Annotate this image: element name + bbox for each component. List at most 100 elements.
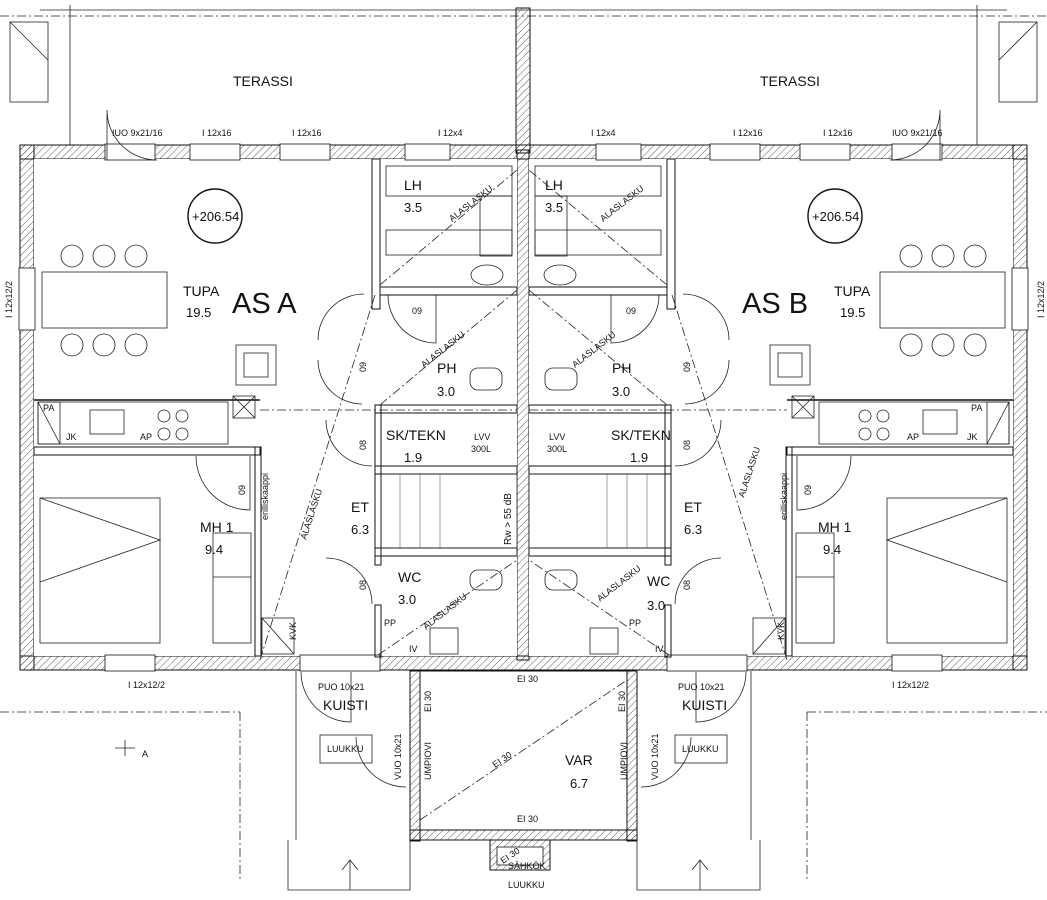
sk-b-name: SK/TEKN bbox=[611, 427, 671, 443]
wc-b-name: WC bbox=[647, 573, 670, 589]
ceiling-lines bbox=[259, 169, 788, 661]
luukku-bottom: LUUKKU bbox=[508, 880, 545, 890]
door-sk-a: 08 bbox=[358, 440, 368, 450]
dining-furniture bbox=[41, 244, 1006, 386]
kvk-b: KVK bbox=[776, 622, 786, 640]
sahkok-label: SÄHKÖK bbox=[508, 861, 546, 871]
kuisti-a-label: KUISTI bbox=[323, 697, 368, 713]
lh-a-area: 3.5 bbox=[404, 200, 422, 215]
ei30-diagonal: EI 30 bbox=[491, 750, 514, 770]
unit-b-name: AS B bbox=[742, 288, 808, 320]
window-side-a: I 12x12/2 bbox=[4, 281, 14, 318]
door-umpiovi-b: UMPIOVI bbox=[619, 742, 629, 780]
door-puo-a: PUO 10x21 bbox=[318, 682, 365, 692]
lvv-b-vol: 300L bbox=[547, 444, 567, 454]
mh-b-name: MH 1 bbox=[818, 519, 852, 535]
jk-b: JK bbox=[967, 432, 978, 442]
luukku-a: LUUKKU bbox=[327, 744, 364, 754]
window-bottom-a: I 12x12/2 bbox=[128, 680, 165, 690]
lh-b-area: 3.5 bbox=[545, 200, 563, 215]
unit-a-name: AS A bbox=[232, 288, 297, 320]
pa-b: PA bbox=[971, 403, 982, 413]
window-top-b-1: I 12x16 bbox=[823, 128, 853, 138]
lh-b-name: LH bbox=[545, 177, 563, 193]
lvv-a-vol: 300L bbox=[471, 444, 491, 454]
sk-a-name: SK/TEKN bbox=[386, 427, 446, 443]
jk-a: JK bbox=[66, 432, 77, 442]
door-wc-b: 08 bbox=[682, 580, 692, 590]
lvv-a: LVV bbox=[474, 432, 490, 442]
door-mh-b: 09 bbox=[803, 485, 813, 495]
et-b-area: 6.3 bbox=[684, 522, 702, 537]
door-sk-b: 08 bbox=[682, 440, 692, 450]
wc-a-area: 3.0 bbox=[398, 592, 416, 607]
mh-b-area: 9.4 bbox=[823, 542, 841, 557]
ap-a: AP bbox=[140, 432, 152, 442]
et-b-name: ET bbox=[684, 499, 702, 515]
elevation-a: +206.54 bbox=[192, 209, 239, 224]
labels: TERASSI TERASSI +206.54 +206.54 AS A AS … bbox=[4, 73, 1046, 890]
et-a-area: 6.3 bbox=[351, 522, 369, 537]
window-side-b: I 12x12/2 bbox=[1036, 281, 1046, 318]
interior-walls bbox=[33, 158, 1014, 658]
door-vuo-a: VUO 10x21 bbox=[393, 733, 403, 780]
door-mh-a: 09 bbox=[237, 485, 247, 495]
door-vuo-b: VUO 10x21 bbox=[650, 733, 660, 780]
door-ph-a: 09 bbox=[358, 362, 368, 372]
stairs bbox=[380, 473, 666, 549]
terrace-b-label: TERASSI bbox=[760, 73, 820, 89]
sk-a-area: 1.9 bbox=[404, 450, 422, 465]
tupa-a-area: 19.5 bbox=[186, 305, 211, 320]
window-top-a-door: IUO 9x21/16 bbox=[112, 128, 163, 138]
section-marker: A bbox=[142, 749, 148, 759]
wc-a-name: WC bbox=[398, 569, 421, 585]
erilliskaappi-a: erilliskaappi bbox=[260, 473, 270, 520]
var-area: 6.7 bbox=[570, 776, 588, 791]
door-lh-b: 09 bbox=[626, 306, 636, 316]
sk-b-area: 1.9 bbox=[630, 450, 648, 465]
porch-storage bbox=[295, 670, 752, 871]
door-wc-a: 08 bbox=[358, 580, 368, 590]
window-top-a-3: I 12x4 bbox=[438, 128, 463, 138]
tupa-a-name: TUPA bbox=[183, 283, 220, 299]
ph-b-name: PH bbox=[612, 360, 631, 376]
wc-b-area: 3.0 bbox=[647, 598, 665, 613]
tupa-b-area: 19.5 bbox=[840, 305, 865, 320]
et-a-name: ET bbox=[351, 499, 369, 515]
window-top-b-door: IUO 9x21/16 bbox=[892, 128, 943, 138]
iv-b: IV bbox=[655, 644, 664, 654]
ei30-bottom: EI 30 bbox=[517, 814, 538, 824]
door-lh-a: 09 bbox=[412, 306, 422, 316]
erilliskaappi-b: erilliskaappi bbox=[779, 473, 789, 520]
ei30-top: EI 30 bbox=[517, 674, 538, 684]
pp-a: PP bbox=[384, 618, 396, 628]
party-wall bbox=[515, 7, 531, 661]
window-top-a-1: I 12x16 bbox=[202, 128, 232, 138]
ei30-right: EI 30 bbox=[617, 691, 627, 712]
door-puo-b: PUO 10x21 bbox=[678, 682, 725, 692]
pa-a: PA bbox=[43, 403, 54, 413]
lh-a-name: LH bbox=[404, 177, 422, 193]
terrace-a-label: TERASSI bbox=[233, 73, 293, 89]
kitchen-counters bbox=[37, 395, 1010, 445]
ap-b: AP bbox=[907, 432, 919, 442]
bedroom-furniture bbox=[39, 497, 1008, 644]
ph-a-name: PH bbox=[437, 360, 456, 376]
pp-b: PP bbox=[629, 618, 641, 628]
kvk-a: KVK bbox=[288, 622, 298, 640]
ph-a-area: 3.0 bbox=[437, 384, 455, 399]
window-top-a-2: I 12x16 bbox=[292, 128, 322, 138]
lvv-b: LVV bbox=[549, 432, 565, 442]
door-swings bbox=[106, 109, 941, 788]
var-name: VAR bbox=[565, 752, 593, 768]
elevation-b: +206.54 bbox=[812, 209, 859, 224]
window-top-b-2: I 12x16 bbox=[733, 128, 763, 138]
building-walls bbox=[18, 143, 1029, 672]
window-top-b-3: I 12x4 bbox=[591, 128, 616, 138]
bathroom-fixtures bbox=[261, 367, 786, 655]
door-umpiovi-a: UMPIOVI bbox=[423, 742, 433, 780]
iv-a: IV bbox=[409, 644, 418, 654]
kuisti-b-label: KUISTI bbox=[682, 697, 727, 713]
mh-a-name: MH 1 bbox=[200, 519, 234, 535]
